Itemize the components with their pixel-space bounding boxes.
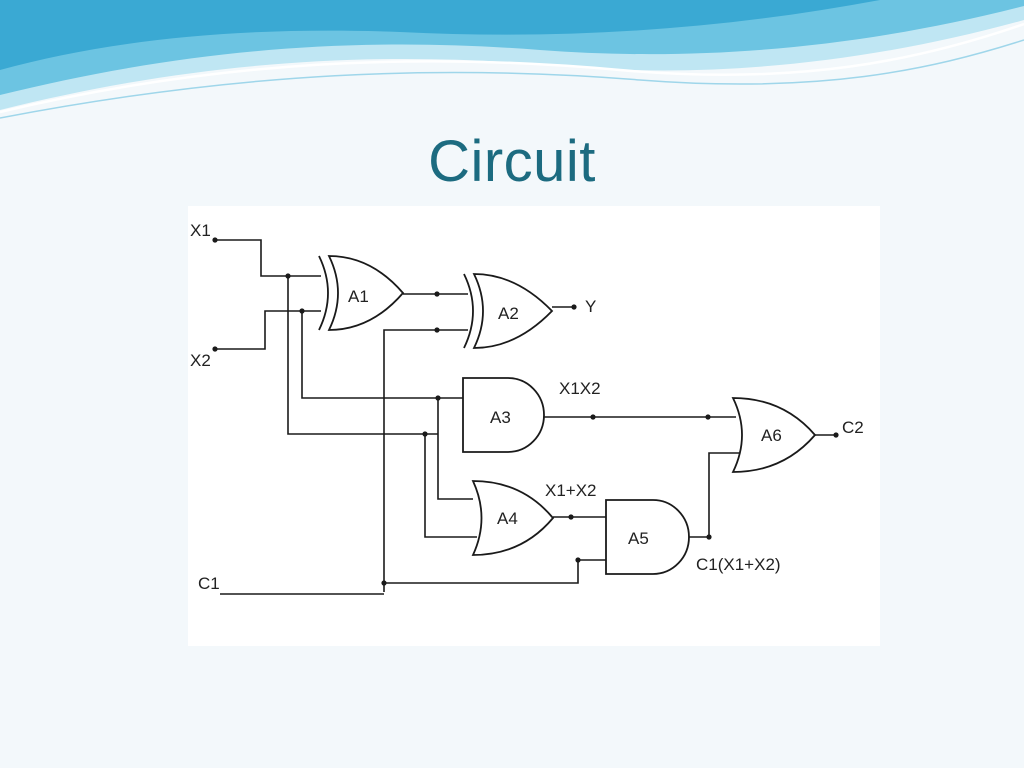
input-label-c1: C1 <box>198 574 220 593</box>
signal-label-x1-plus-x2: X1+X2 <box>545 481 597 500</box>
wires <box>215 239 836 595</box>
signal-label-x1x2: X1X2 <box>559 379 601 398</box>
input-label-x1: X1 <box>190 221 211 240</box>
and-gate-a3: A3 <box>462 377 545 453</box>
gate-label-a6: A6 <box>761 426 782 445</box>
input-label-x2: X2 <box>190 351 211 370</box>
slide-title: Circuit <box>428 129 596 194</box>
gate-label-a1: A1 <box>348 287 369 306</box>
gate-label-a3: A3 <box>490 408 511 427</box>
circuit-schematic: A1 A2 A3 A4 A5 <box>190 221 864 595</box>
output-label-c2: C2 <box>842 418 864 437</box>
or-gate-a4: A4 <box>471 480 555 556</box>
signal-labels: X1 X2 C1 Y C2 X1X2 X1+X2 C1(X1+X2) <box>190 221 864 593</box>
output-label-y: Y <box>585 297 596 316</box>
circuit-diagram: A1 A2 A3 A4 A5 <box>188 206 880 646</box>
gate-label-a2: A2 <box>498 304 519 323</box>
xor-gate-a2: A2 <box>463 273 554 349</box>
gate-label-a4: A4 <box>497 509 518 528</box>
gate-label-a5: A5 <box>628 529 649 548</box>
xor-gate-a1: A1 <box>318 255 405 331</box>
signal-label-c1-x1-plus-x2: C1(X1+X2) <box>696 555 781 574</box>
junction-dots <box>212 237 839 586</box>
or-gate-a6: A6 <box>731 397 817 473</box>
header-wave-decoration <box>0 0 1024 119</box>
and-gate-a5: A5 <box>605 499 690 575</box>
